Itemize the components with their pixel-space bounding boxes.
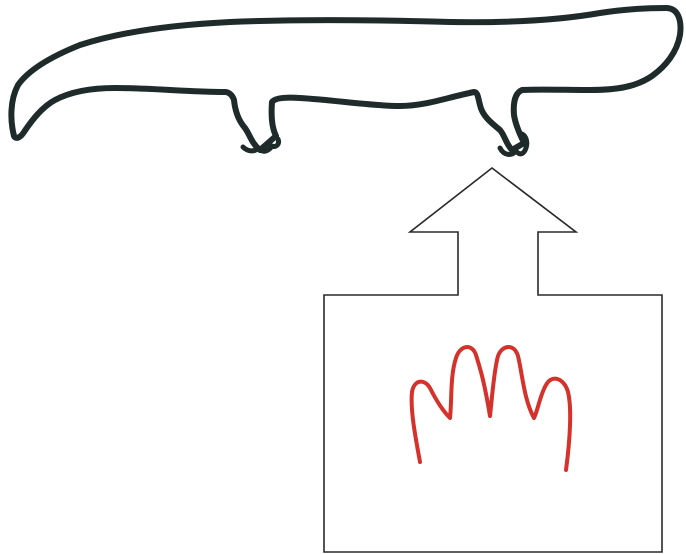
salamander-body-outline xyxy=(8,5,684,153)
front-foot-toes xyxy=(240,136,281,154)
four-toed-footprint xyxy=(409,345,573,472)
salamander-outline xyxy=(8,5,684,157)
up-arrow-outline xyxy=(323,166,663,553)
rear-foot-toes xyxy=(497,131,530,157)
